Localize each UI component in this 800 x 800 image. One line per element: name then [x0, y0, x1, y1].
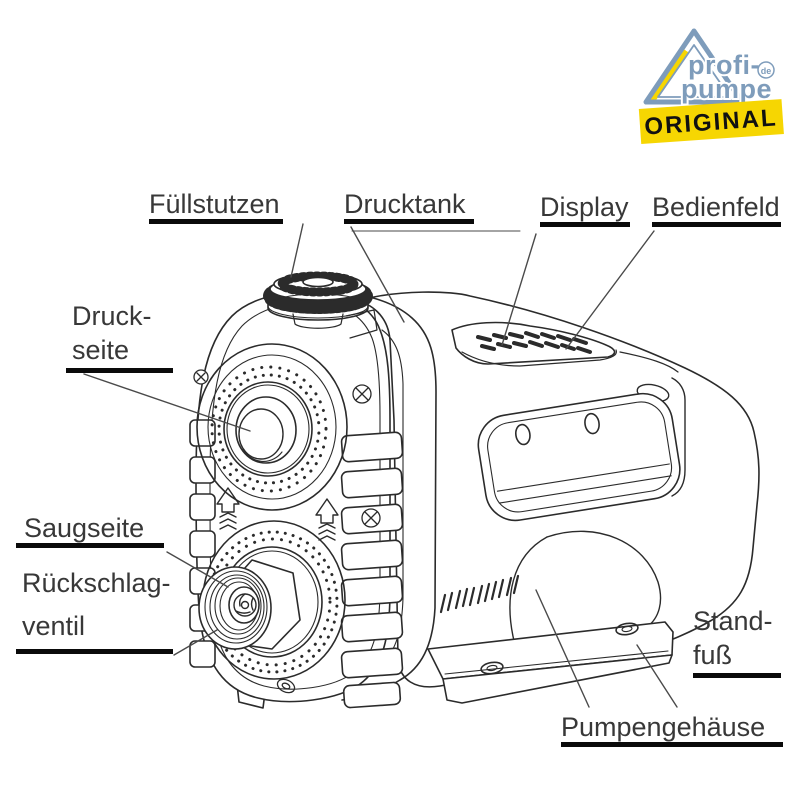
- label-text: Display: [540, 192, 629, 222]
- label-bedienfeld: Bedienfeld: [652, 193, 781, 227]
- leader-display: [501, 233, 537, 346]
- label-text: Pumpengehäuse: [561, 712, 766, 742]
- label-pumpengehaeuse: Pumpengehäuse: [561, 713, 783, 747]
- leader-druckseite: [83, 373, 251, 432]
- flow-arrow-icons: [216, 487, 339, 541]
- pressure-tank: [477, 392, 681, 522]
- label-display: Display: [540, 193, 630, 227]
- leader-lines: [83, 223, 678, 708]
- stand-foot: [427, 621, 674, 704]
- label-text-line2: ventil: [22, 611, 86, 641]
- label-saugseite: Saugseite: [16, 514, 164, 548]
- label-standfuss: Stand- fuß: [693, 604, 781, 678]
- label-text-line2: seite: [72, 335, 130, 365]
- screw-icons: [193, 369, 381, 694]
- label-text-line1: Rückschlag-: [22, 568, 171, 598]
- label-druckseite: Druck- seite: [66, 299, 173, 373]
- label-text: Bedienfeld: [652, 192, 780, 222]
- logo-badge: [638, 99, 784, 144]
- leader-rueckschlagventil: [173, 629, 218, 656]
- leader-drucktank: [350, 226, 405, 323]
- logo-triangle-inner: [657, 44, 731, 98]
- label-text: Füllstutzen: [149, 189, 280, 219]
- label-text-line1: Druck-: [72, 301, 152, 331]
- fill-cap: [263, 271, 378, 339]
- label-text-line2: fuß: [693, 640, 733, 670]
- leader-pumpengehaeuse: [535, 589, 590, 708]
- logo-triangle: [643, 28, 745, 105]
- leader-bedienfeld: [565, 230, 655, 350]
- brand-logo: profi- pumpe de ORIGINAL: [638, 28, 784, 144]
- logo-brand-line2: pumpe: [681, 74, 772, 104]
- check-valve-fitting: [198, 559, 301, 650]
- label-text-line1: Stand-: [693, 606, 773, 636]
- pump-volute: [509, 530, 662, 646]
- label-rueckschlagventil: Rückschlag- ventil: [16, 562, 173, 654]
- leader-fuellstutzen: [290, 223, 304, 278]
- label-text: Drucktank: [344, 189, 466, 219]
- label-text: Saugseite: [24, 513, 145, 543]
- leader-saugseite: [166, 551, 229, 588]
- logo-brand-line1: profi-: [688, 50, 760, 80]
- logo-registered-text: de: [761, 66, 772, 76]
- leader-standfuss: [636, 644, 678, 708]
- logo-registered-circle: [757, 61, 775, 79]
- logo-triangle-accent: [646, 47, 689, 104]
- pressure-port: [196, 343, 348, 511]
- label-fuellstutzen: Füllstutzen: [149, 190, 283, 224]
- label-drucktank: Drucktank: [344, 190, 474, 224]
- vent-slots: [439, 574, 520, 614]
